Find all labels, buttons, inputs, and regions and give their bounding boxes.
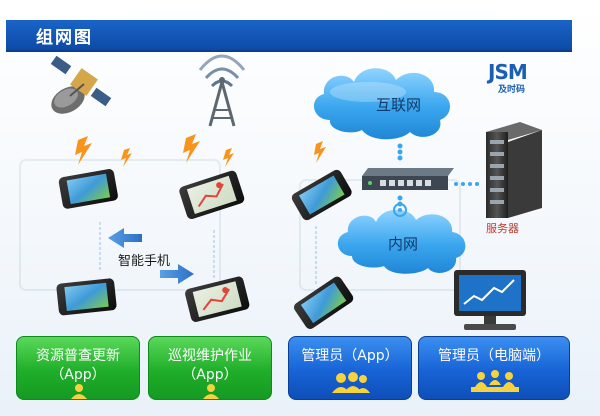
arrow-icon	[108, 228, 142, 248]
smartphone-icon	[58, 168, 119, 209]
user-icon	[201, 383, 221, 399]
antenna-tower-icon	[200, 56, 244, 126]
admin-pc-title: 管理员（电脑端）	[419, 345, 569, 365]
patrol-maintenance-subtitle: （App）	[149, 364, 271, 384]
admin-app-title: 管理员（App）	[289, 345, 411, 365]
smartphone-icon	[178, 169, 246, 220]
patrol-maintenance-title: 巡视维护作业	[149, 345, 271, 365]
meeting-icon	[467, 369, 523, 395]
patrol-maintenance-box: 巡视维护作业 （App）	[148, 336, 272, 400]
smartphone-icon	[184, 275, 250, 323]
resource-survey-subtitle: （App）	[17, 364, 139, 384]
logo: JSM	[488, 60, 527, 84]
satellite-icon	[46, 56, 111, 120]
resource-survey-box: 资源普查更新 （App）	[16, 336, 140, 400]
admin-pc-box: 管理员（电脑端）	[418, 336, 570, 400]
smartphone-label: 智能手机	[118, 250, 170, 269]
lightning-icon	[75, 134, 326, 167]
admin-app-box: 管理员（App）	[288, 336, 412, 400]
smartphone-icon	[292, 275, 355, 331]
smartphone-icon	[56, 278, 117, 316]
server-label: 服务器	[486, 220, 519, 236]
logo-subtitle: 及时码	[498, 82, 525, 95]
users-icon	[329, 371, 373, 395]
intranet-cloud-label: 内网	[388, 233, 418, 254]
internet-cloud-label: 互联网	[376, 94, 421, 115]
server-rack-icon	[486, 122, 542, 218]
monitor-icon	[454, 270, 526, 330]
user-icon	[69, 383, 89, 399]
resource-survey-title: 资源普查更新	[17, 345, 139, 365]
